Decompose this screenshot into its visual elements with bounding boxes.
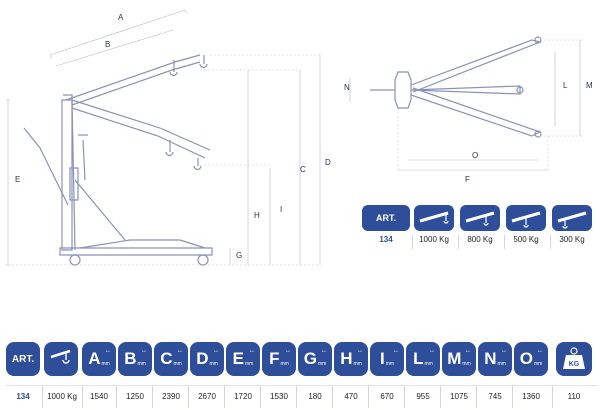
hook-icon [44,342,78,376]
capacity-table: ART. 134 1000 Kg 800 Kg 500 Kg 300 Kg [362,205,598,249]
weight-unit-label: KG [569,361,580,368]
dim-cell-a: 1540 [90,392,108,401]
dim-cell-g: 180 [308,392,322,401]
dim-label-h: H [254,211,260,220]
capacity-cell: 1000 Kg [47,392,77,401]
crane-side-view [5,9,321,266]
crane-top-view [349,36,582,172]
dim-label-g: G [236,251,242,260]
dim-label-e: E [15,175,20,184]
capacity-value: 300 Kg [559,235,585,244]
capacity-value: 500 Kg [513,235,539,244]
dim-cell-d: 2670 [198,392,216,401]
crane-arm-position-3-icon [506,205,546,231]
dim-label-o: O [472,151,478,160]
dim-cell-o: 1360 [522,392,540,401]
dim-cell-c: 2390 [162,392,180,401]
capacity-table-art-value: 134 [379,235,393,244]
dim-label-m: M [586,81,593,90]
dim-cell-e: 1720 [234,392,252,401]
dim-cell-f: 1530 [270,392,288,401]
dim-cell-n: 745 [488,392,502,401]
dim-label-b: B [105,40,110,49]
dim-label-l: L [563,81,568,90]
dim-cell-l: 955 [416,392,430,401]
crane-diagram: A B C D E G H I F L M N O [5,9,593,266]
dim-cell-m: 1075 [450,392,468,401]
dim-label-c: C [300,165,306,174]
capacity-table-art-header: ART. [362,205,410,231]
dimensions-table-art-header: ART. [6,342,40,376]
crane-arm-position-4-icon [552,205,592,231]
dim-label-n: N [344,83,350,92]
weight-cell: 110 [567,392,581,401]
dim-label-d: D [325,158,331,167]
weight-icon: KG [556,342,592,376]
dim-label-i: I [280,205,282,214]
dim-cell-h: 470 [344,392,358,401]
dim-cell-b: 1250 [126,392,144,401]
crane-arm-position-2-icon [460,205,500,231]
dimensions-table-art-value: 134 [16,392,30,401]
capacity-value: 800 Kg [467,235,493,244]
crane-arm-position-1-icon [414,205,454,231]
dim-label-a: A [118,13,124,22]
capacity-value: 1000 Kg [419,235,449,244]
dim-cell-i: 670 [380,392,394,401]
dim-label-f: F [465,175,470,184]
